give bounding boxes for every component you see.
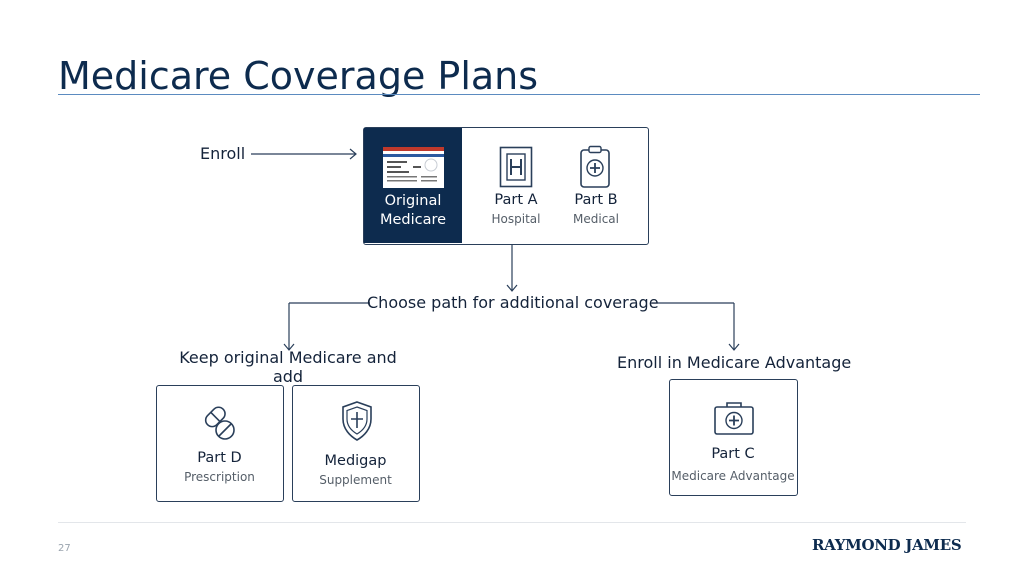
shield-icon (342, 401, 372, 441)
part-d-subtitle: Prescription (184, 470, 255, 484)
medigap-title: Medigap (324, 453, 387, 469)
pills-icon (204, 406, 235, 440)
keep-original-label: Keep original Medicare and add (179, 348, 397, 386)
part-c-subtitle: Medicare Advantage (671, 469, 795, 483)
part-c-title: Part C (711, 446, 755, 462)
part-d-title: Part D (197, 450, 242, 466)
raymond-james-logo: RAYMOND JAMES (812, 536, 962, 554)
part-c-card: Part C Medicare Advantage (669, 379, 798, 496)
original-medicare-box: Original Medicare Part A Hospital Part B… (363, 127, 649, 245)
page-number: 27 (58, 543, 71, 554)
hospital-icon (499, 146, 533, 188)
enroll-advantage-label: Enroll in Medicare Advantage (617, 353, 852, 372)
part-b-title: Part B (574, 192, 618, 208)
medicare-card-icon (383, 147, 444, 188)
part-a-subtitle: Hospital (491, 212, 541, 226)
part-a-title: Part A (494, 192, 538, 208)
title-divider (58, 94, 980, 95)
medigap-card: Medigap Supplement (292, 385, 420, 502)
medical-kit-icon (714, 402, 754, 435)
footer-divider (58, 522, 966, 523)
medigap-subtitle: Supplement (319, 473, 392, 487)
part-d-card: Part D Prescription (156, 385, 284, 502)
original-medicare-label-1: Original (384, 193, 442, 209)
clipboard-medical-icon (580, 145, 610, 188)
original-medicare-panel: Original Medicare (364, 128, 462, 243)
enroll-label: Enroll (200, 144, 246, 163)
original-medicare-label-2: Medicare (379, 212, 447, 228)
choose-path-label: Choose path for additional coverage (367, 293, 659, 312)
part-b-subtitle: Medical (573, 212, 619, 226)
page-title: Medicare Coverage Plans (58, 54, 539, 98)
